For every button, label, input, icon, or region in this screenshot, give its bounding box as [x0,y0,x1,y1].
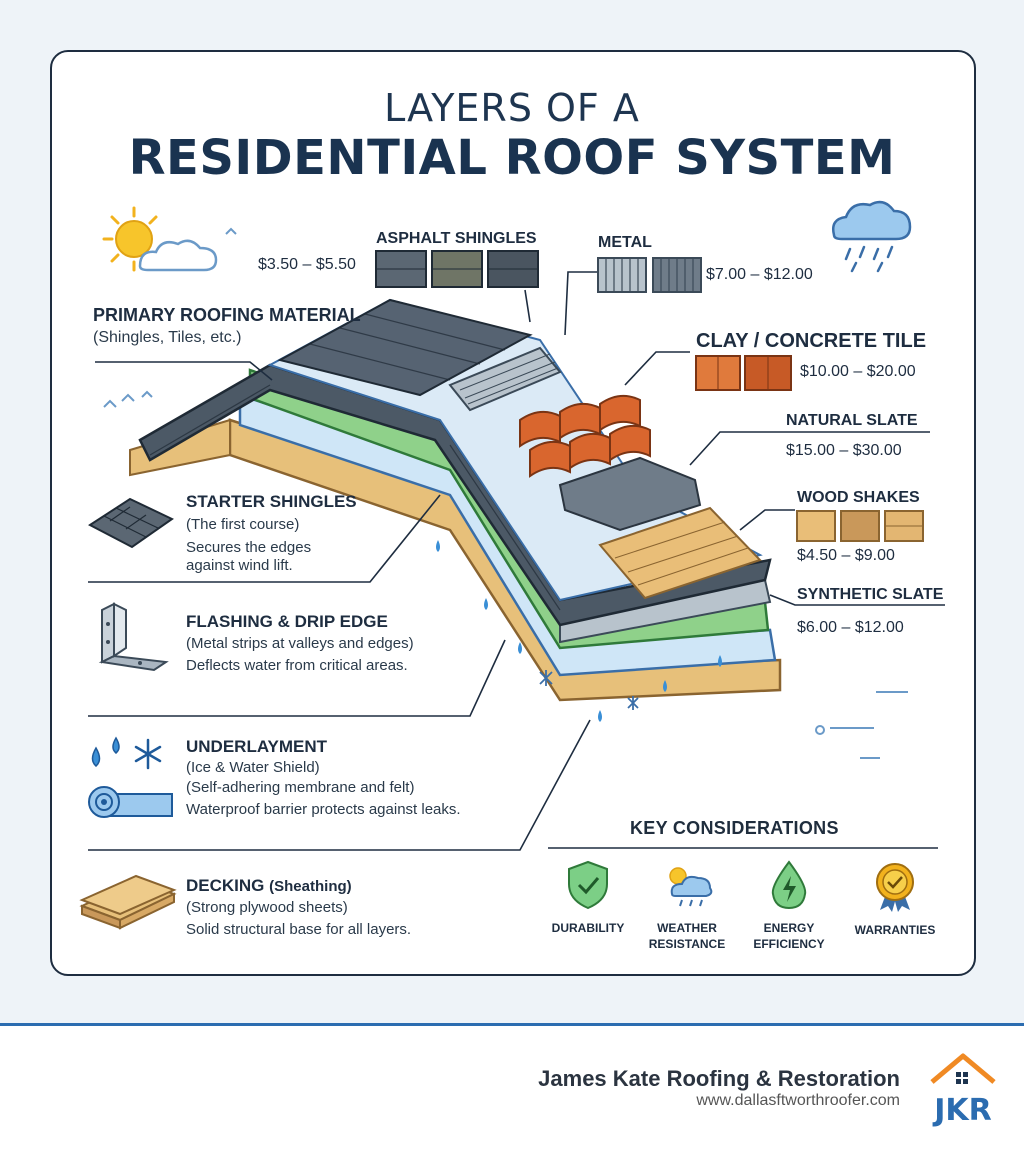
primary-material-heading: PRIMARY ROOFING MATERIAL [93,305,361,325]
layer-starter-heading: STARTER SHINGLES [186,492,357,511]
layer-starter-line2: Secures the edges [186,539,312,556]
weather-label-2: RESISTANCE [648,937,726,951]
material-clay-price: $10.00 – $20.00 [800,363,916,380]
material-metal-price: $7.00 – $12.00 [706,266,813,283]
material-synthetic-price: $6.00 – $12.00 [797,619,904,636]
footer [0,1026,1024,1154]
consideration-warranties: WARRANTIES [845,860,945,938]
primary-material-sub: (Shingles, Tiles, etc.) [93,329,242,346]
sun-cloud-icon [102,206,237,272]
material-wood-name: WOOD SHAKES [797,489,920,506]
layer-starter-line3: against wind lift. [186,557,293,574]
plywood-icon [79,874,177,930]
durability-label: DURABILITY [551,921,625,935]
material-wood-price: $4.50 – $9.00 [797,547,895,564]
layer-underlayment-heading: UNDERLAYMENT [186,737,328,756]
underlayment-roll-icon [88,736,173,818]
rain-cloud-icon [832,200,912,273]
decking-heading-suffix: (Sheathing) [269,878,352,895]
company-logo: JKR [930,1053,996,1128]
leader-lines [88,271,945,851]
warranties-label: WARRANTIES [854,923,936,937]
material-clay-name: CLAY / CONCRETE TILE [696,330,927,352]
weather-label-1: WEATHER [657,921,717,935]
material-slate-price: $15.00 – $30.00 [786,442,902,459]
warranty-badge-icon [876,863,914,912]
layer-flashing-line2: Deflects water from critical areas. [186,657,408,674]
consideration-weather: WEATHER RESISTANCE [642,860,732,952]
material-asphalt-name: ASPHALT SHINGLES [376,230,537,247]
shield-check-icon [568,860,608,910]
roof-layers-illustration [129,298,782,722]
material-asphalt-price: $3.50 – $5.50 [258,256,356,273]
layer-underlayment-line3: Waterproof barrier protects against leak… [186,801,461,818]
consideration-energy: ENERGY EFFICIENCY [744,860,834,952]
birds-icon [103,390,153,408]
material-synthetic-name: SYNTHETIC SLATE [797,586,944,603]
title-line-1: LAYERS OF A [384,86,640,130]
clay-tile-swatches [695,355,792,391]
layer-flashing-line1: (Metal strips at valleys and edges) [186,635,414,652]
layer-decking-line2: Solid structural base for all layers. [186,921,412,938]
asphalt-shingle-swatches [375,250,539,288]
page-title: RESIDENTIAL ROOF SYSTEM [128,130,896,186]
wood-shake-swatches [796,510,924,542]
layer-underlayment-line2: (Self-adhering membrane and felt) [186,779,415,796]
company-name: James Kate Roofing & Restoration [538,1066,900,1091]
material-slate-name: NATURAL SLATE [786,412,918,429]
company-url[interactable]: www.dallasftworthroofer.com [696,1092,900,1109]
flashing-bracket-icon [98,602,169,672]
layer-starter-line1: (The first course) [186,516,300,533]
starter-shingles-icon [88,497,174,549]
layer-flashing-heading: FLASHING & DRIP EDGE [186,612,388,631]
layer-decking-heading: DECKING (Sheathing) [186,876,352,896]
metal-swatches [597,257,702,293]
consideration-durability: DURABILITY [543,860,633,936]
material-metal-name: METAL [598,234,652,251]
decking-heading-main: DECKING [186,876,265,895]
footer-divider [0,1023,1024,1026]
energy-drop-icon [771,860,807,910]
weather-cloud-icon [669,867,713,907]
energy-label-1: ENERGY [763,921,815,935]
key-considerations-title: KEY CONSIDERATIONS [630,818,839,838]
energy-label-2: EFFICIENCY [753,937,825,951]
layer-decking-line1: (Strong plywood sheets) [186,899,348,916]
layer-underlayment-line1: (Ice & Water Shield) [186,759,320,776]
logo-text: JKR [932,1093,992,1128]
